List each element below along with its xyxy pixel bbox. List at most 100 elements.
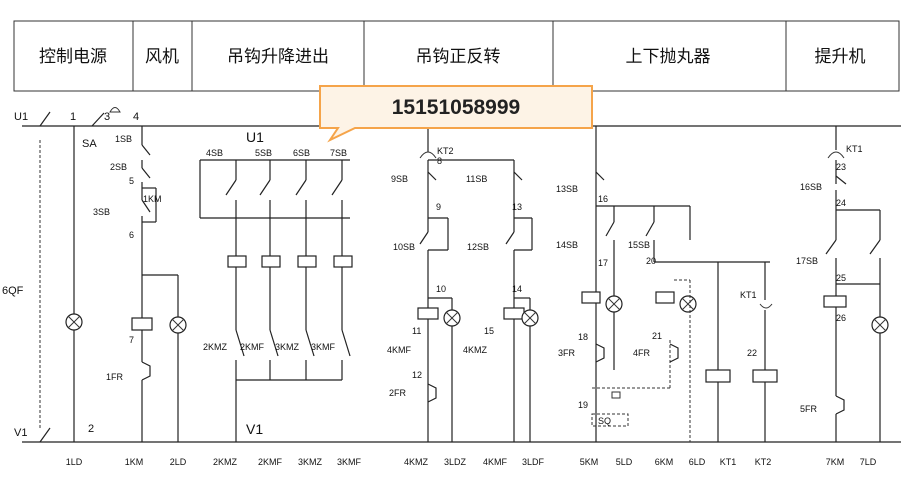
- device-label-2kmf: 2KMF: [240, 342, 265, 352]
- bottom-label: 5KM: [580, 457, 599, 467]
- bottom-label: 3KMZ: [298, 457, 323, 467]
- device-label-kt1-elevator: KT1: [846, 144, 863, 154]
- node-13: 13: [512, 202, 522, 212]
- device-label-6sb: 6SB: [293, 148, 310, 158]
- branch-hook-rotate: KT2 8 9SB 11SB 9 13 10SB 12SB 10 14 11 1…: [387, 126, 539, 442]
- header-section-hook-lift: 吊钩升降进出: [227, 47, 329, 67]
- bottom-label: 5LD: [616, 457, 633, 467]
- device-label-sq: SQ: [598, 416, 611, 426]
- node-3: 3: [104, 111, 110, 123]
- node-5: 5: [129, 176, 134, 186]
- phone-callout: 15151058999: [319, 85, 593, 143]
- device-label-1sb: 1SB: [115, 134, 132, 144]
- timer-contact-kt1: [759, 303, 773, 309]
- node-2: 2: [88, 423, 94, 435]
- node-6: 6: [129, 230, 134, 240]
- callout-phone-number: 15151058999: [392, 96, 520, 119]
- device-label-4kmf: 4KMF: [387, 345, 412, 355]
- header-section-power: 控制电源: [39, 47, 107, 67]
- coil-6km: [655, 291, 675, 304]
- coil-5km: [581, 291, 601, 304]
- device-label-7sb: 7SB: [330, 148, 347, 158]
- coil-kt2: [752, 369, 778, 383]
- bottom-label: 3KMF: [337, 457, 362, 467]
- node-22: 22: [747, 348, 757, 358]
- rail-label-mid-v1: V1: [246, 421, 263, 437]
- node-20: 20: [646, 256, 656, 266]
- switch-label-sa: SA: [82, 138, 97, 150]
- device-label-12sb: 12SB: [467, 242, 489, 252]
- header-section-shot-blaster: 上下抛丸器: [626, 47, 711, 67]
- branch-hook-lift: 4SB 5SB 6SB 7SB U1 V1 2KMZ 2KMF 3KMZ 3KM…: [199, 129, 353, 442]
- device-label-1km: 1KM: [143, 194, 162, 204]
- node-23: 23: [836, 162, 846, 172]
- bottom-label: KT1: [720, 457, 737, 467]
- device-label-4sb: 4SB: [206, 148, 223, 158]
- bottom-label: 2KMF: [258, 457, 283, 467]
- device-label-3fr: 3FR: [558, 348, 576, 358]
- node-19: 19: [578, 400, 588, 410]
- device-label-5fr: 5FR: [800, 404, 818, 414]
- device-label-17sb: 17SB: [796, 256, 818, 266]
- branch-elevator: KT1 23 16SB 24 17SB 25 26 5FR: [796, 126, 889, 442]
- node-26: 26: [836, 313, 846, 323]
- device-label-9sb: 9SB: [391, 174, 408, 184]
- branch-fan: 1SB 2SB 5 3SB 1KM 6 7 1FR: [93, 126, 187, 442]
- device-label-1fr: 1FR: [106, 372, 124, 382]
- device-label-2kmz: 2KMZ: [203, 342, 228, 352]
- sa-switch-blade: [91, 112, 105, 127]
- device-label-2fr: 2FR: [389, 388, 407, 398]
- rails: U1 V1 6QF 1 2 SA: [2, 111, 901, 443]
- device-label-kt1: KT1: [740, 290, 757, 300]
- device-label-11sb: 11SB: [466, 174, 487, 184]
- node-24: 24: [836, 198, 846, 208]
- coil-4kmz: [417, 307, 439, 320]
- header-section-elevator: 提升机: [815, 47, 866, 67]
- branch-control-power: 3 4: [65, 107, 139, 442]
- node-25: 25: [836, 273, 846, 283]
- device-label-4kmz: 4KMZ: [463, 345, 488, 355]
- node-14: 14: [512, 284, 522, 294]
- node-10: 10: [436, 284, 446, 294]
- timer-contact-kt2: [419, 151, 437, 159]
- node-1: 1: [70, 111, 76, 123]
- node-16: 16: [598, 194, 608, 204]
- bottom-label: 7LD: [860, 457, 877, 467]
- node-21: 21: [652, 331, 662, 341]
- coil-4kmf: [503, 307, 525, 320]
- device-label-10sb: 10SB: [393, 242, 415, 252]
- bottom-label: 3LDZ: [444, 457, 467, 467]
- device-label-5sb: 5SB: [255, 148, 272, 158]
- branch-timer: KT1 22: [705, 262, 778, 442]
- bottom-label: 4KMF: [483, 457, 508, 467]
- header-section-hook-rotate: 吊钩正反转: [416, 47, 501, 67]
- bottom-labels: 1LD 1KM 2LD 2KMZ 2KMF 3KMZ 3KMF 4KMZ 3LD…: [66, 457, 877, 467]
- rail-label-mid-u1: U1: [246, 129, 264, 145]
- device-label-3kmf: 3KMF: [311, 342, 336, 352]
- branch-shot-blaster: 13SB 16 14SB 15SB 17 20 18 21 3FR 4FR 19…: [556, 126, 770, 442]
- node-8: 8: [437, 156, 442, 166]
- device-label-3kmz: 3KMZ: [275, 342, 300, 352]
- rail-label-u1: U1: [14, 111, 28, 123]
- bottom-label: 6KM: [655, 457, 674, 467]
- node-7: 7: [129, 335, 134, 345]
- device-label-14sb: 14SB: [556, 240, 578, 250]
- header-table: 控制电源 风机 吊钩升降进出 吊钩正反转 上下抛丸器 提升机: [13, 20, 900, 92]
- estop-mushroom-icon: [109, 107, 121, 113]
- node-18: 18: [578, 332, 588, 342]
- device-label-16sb: 16SB: [800, 182, 822, 192]
- device-label-2sb: 2SB: [110, 162, 127, 172]
- device-label-15sb: 15SB: [628, 240, 650, 250]
- bottom-label: 7KM: [826, 457, 845, 467]
- callout-bubble: [319, 85, 593, 143]
- coil-7km: [823, 295, 847, 308]
- node-4: 4: [133, 111, 139, 123]
- coil-1km: [131, 317, 153, 331]
- bottom-label: 2KMZ: [213, 457, 238, 467]
- coil-kt1: [705, 369, 731, 383]
- device-label-3sb: 3SB: [93, 207, 110, 217]
- device-label-4fr: 4FR: [633, 348, 651, 358]
- bottom-label: 1KM: [125, 457, 144, 467]
- bottom-label: 3LDF: [522, 457, 545, 467]
